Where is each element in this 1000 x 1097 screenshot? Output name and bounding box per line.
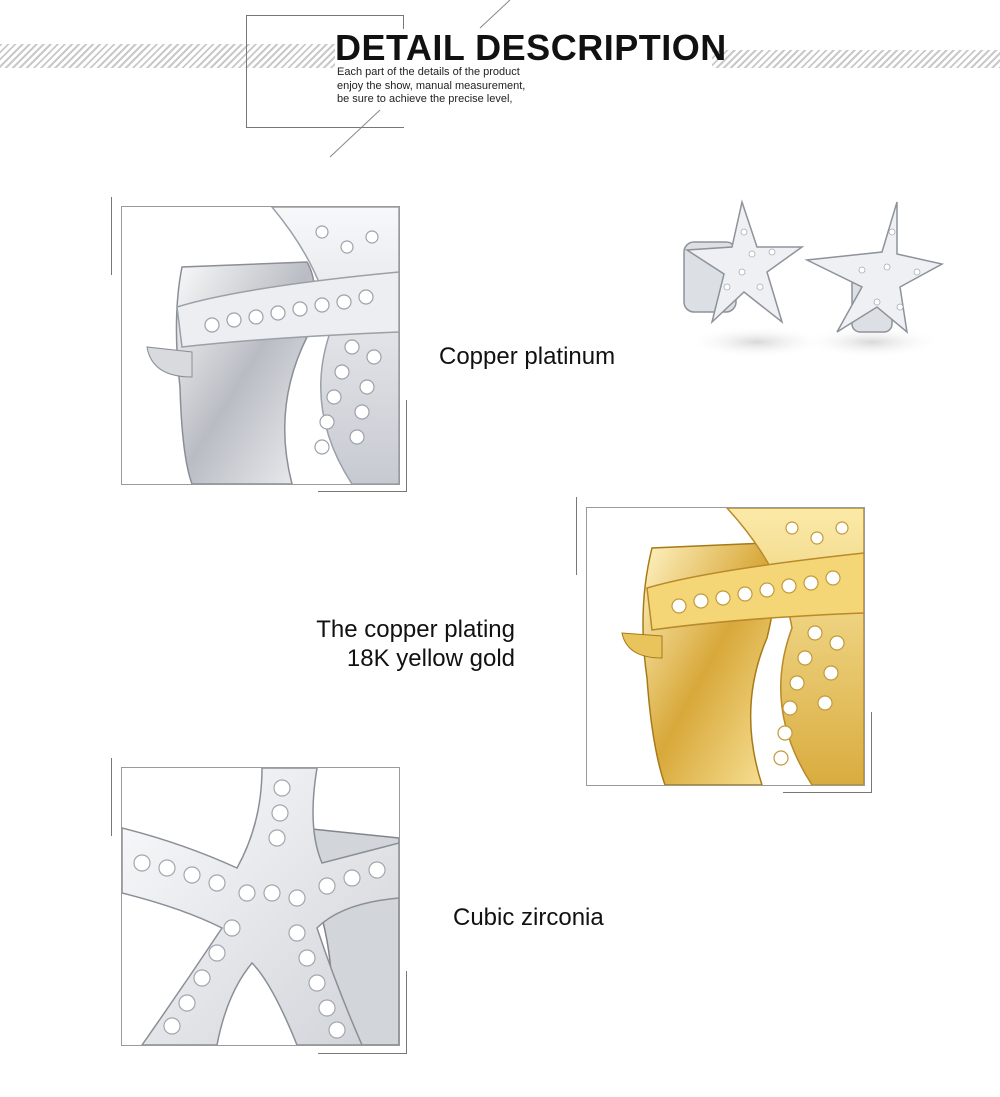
header-stripe-right <box>712 50 1000 68</box>
header-frame-bottom <box>246 127 404 128</box>
frame-accent-2c <box>783 792 872 793</box>
caption-line: The copper plating <box>316 616 515 643</box>
frame-accent-3b <box>406 971 407 1054</box>
frame-accent-1a <box>111 197 112 275</box>
page-subtitle: Each part of the details of the product … <box>337 66 525 107</box>
header-frame-left <box>246 15 247 128</box>
subtitle-line: Each part of the details of the product <box>337 66 520 78</box>
frame-accent-3a <box>111 758 112 836</box>
header-frame-top <box>246 15 404 16</box>
frame-accent-2a <box>576 497 577 575</box>
caption-copper-platinum: Copper platinum <box>439 343 616 370</box>
caption-line: 18K yellow gold <box>346 645 515 672</box>
product-closeup-silver <box>121 206 400 485</box>
frame-accent-2b <box>871 712 872 793</box>
page-title: DETAIL DESCRIPTION <box>335 27 727 68</box>
product-pair-image <box>672 192 952 367</box>
caption-cubic-zirconia: Cubic zirconia <box>453 904 604 931</box>
frame-accent-1c <box>318 491 407 492</box>
product-closeup-gold <box>586 507 865 786</box>
subtitle-line: enjoy the show, manual measurement, <box>337 79 526 92</box>
header-frame-right-tick <box>403 15 404 29</box>
header-diagonal-lines <box>329 0 511 158</box>
frame-accent-1b <box>406 400 407 492</box>
subtitle-line: be sure to achieve the precise level, <box>337 93 513 105</box>
frame-accent-3c <box>318 1053 407 1054</box>
header-stripe-left <box>0 44 335 68</box>
caption-gold-plating: The copper plating 18K yellow gold <box>280 615 515 673</box>
product-closeup-zirconia <box>121 767 400 1046</box>
